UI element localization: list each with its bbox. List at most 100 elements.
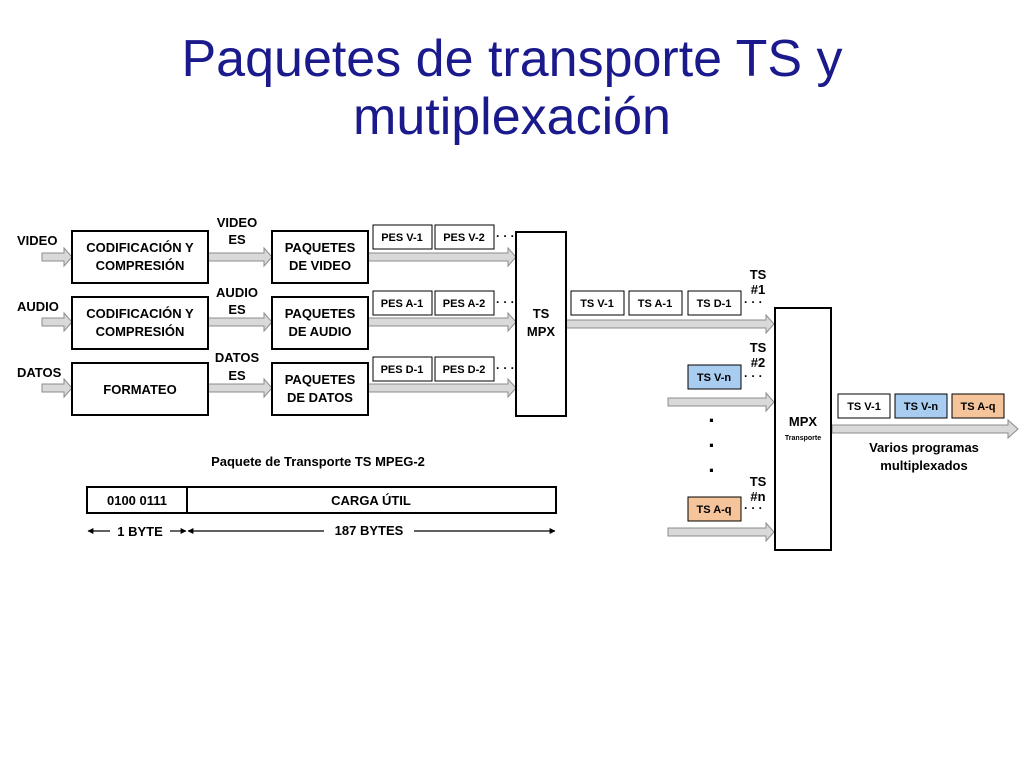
- pes-v2: PES V-2: [443, 232, 485, 244]
- page-title: Paquetes de transporte TS y mutiplexació…: [0, 30, 1024, 146]
- ts-vn-input: TS V-n: [697, 372, 732, 384]
- box-audio-packetizer: [271, 296, 369, 350]
- audio-encoder-line2: COMPRESIÓN: [96, 324, 185, 339]
- video-es-line1: VIDEO: [217, 215, 257, 230]
- pes-video-ellipsis: · · ·: [496, 229, 515, 243]
- pes-v1-box: [372, 224, 433, 250]
- ts-vn-input-box: [687, 364, 742, 390]
- packet-payload-box: [186, 486, 557, 514]
- audio-es-line2: ES: [228, 302, 246, 317]
- audio-packetizer-line1: PAQUETES: [285, 306, 356, 321]
- video-es-line2: ES: [228, 232, 246, 247]
- pes-d2: PES D-2: [443, 364, 486, 376]
- ts-v1: TS V-1: [580, 298, 614, 310]
- box-ts-mpx: [515, 231, 567, 417]
- arrow-output: [831, 418, 1019, 440]
- data-es-line1: DATOS: [215, 350, 260, 365]
- arrow-audio-es: [207, 311, 273, 333]
- packet-header: 0100 0111: [107, 493, 167, 508]
- ts-d1: TS D-1: [697, 298, 732, 310]
- label-video: VIDEO: [17, 233, 57, 248]
- packet-structure-title: Paquete de Transporte TS MPEG-2: [211, 454, 425, 469]
- pes-a1-box: [372, 290, 433, 316]
- data-packetizer-line1: PAQUETES: [285, 372, 356, 387]
- ts-aq-ellipsis: · · ·: [744, 501, 763, 515]
- arrow-video-in: [41, 246, 73, 268]
- ts-vn-ellipsis: · · ·: [744, 369, 763, 383]
- box-video-encoder: [71, 230, 209, 284]
- vertical-dot-1: ·: [708, 408, 715, 433]
- arrow-data-es: [207, 377, 273, 399]
- pes-d2-box: [434, 356, 495, 382]
- tsn-line2: #n: [750, 489, 765, 504]
- ts-v1-box: [570, 290, 625, 316]
- ts1-line1: TS: [750, 267, 767, 282]
- ts-mpx-line1: TS: [533, 306, 550, 321]
- audio-es-line1: AUDIO: [216, 285, 258, 300]
- arrow-video-es: [207, 246, 273, 268]
- arrow-ts2: [667, 391, 775, 413]
- mpx-transport-line1: MPX: [789, 414, 818, 429]
- pes-a2: PES A-2: [443, 298, 485, 310]
- arrow-data-in: [41, 377, 73, 399]
- packet-payload: CARGA ÚTIL: [331, 493, 411, 508]
- pes-a1: PES A-1: [381, 298, 423, 310]
- ts-aq-input-box: [687, 496, 742, 522]
- packet-header-box: [86, 486, 188, 514]
- data-es-line2: ES: [228, 368, 246, 383]
- label-audio: AUDIO: [17, 299, 59, 314]
- vertical-dot-2: ·: [708, 433, 715, 458]
- ts1-line2: #1: [751, 282, 765, 297]
- pes-audio-ellipsis: · · ·: [496, 295, 515, 309]
- ts-a1: TS A-1: [638, 298, 672, 310]
- pes-v2-box: [434, 224, 495, 250]
- ts-a1-box: [628, 290, 683, 316]
- box-audio-encoder: [71, 296, 209, 350]
- arrow-tsn: [667, 521, 775, 543]
- audio-packetizer-line2: DE AUDIO: [288, 324, 351, 339]
- arrow-video-pes: [367, 246, 517, 268]
- packet-payload-size: 187 BYTES: [335, 523, 404, 538]
- data-formatter-label: FORMATEO: [103, 382, 176, 397]
- out-ts-aq-box: [951, 393, 1005, 419]
- box-video-packetizer: [271, 230, 369, 284]
- packet-header-size: 1 BYTE: [117, 524, 163, 539]
- video-packetizer-line2: DE VIDEO: [289, 258, 351, 273]
- box-data-formatter: [71, 362, 209, 416]
- vertical-dot-3: ·: [708, 458, 715, 483]
- out-ts-v1-box: [837, 393, 891, 419]
- video-encoder-line1: CODIFICACIÓN Y: [86, 240, 194, 255]
- arrow-ts1: [565, 313, 775, 335]
- page-title-line2: mutiplexación: [353, 88, 671, 146]
- pes-d1-box: [372, 356, 433, 382]
- arrow-audio-pes: [367, 311, 517, 333]
- out-ts-vn-box: [894, 393, 948, 419]
- pes-v1: PES V-1: [381, 232, 423, 244]
- pes-a2-box: [434, 290, 495, 316]
- label-data: DATOS: [17, 365, 62, 380]
- video-encoder-line2: COMPRESIÓN: [96, 258, 185, 273]
- box-data-packetizer: [271, 362, 369, 416]
- pes-d1: PES D-1: [381, 364, 424, 376]
- mpx-transport-line2: Transporte: [785, 435, 821, 442]
- out-ts-vn: TS V-n: [904, 401, 939, 413]
- out-ts-v1: TS V-1: [847, 401, 881, 413]
- video-packetizer-line1: PAQUETES: [285, 240, 356, 255]
- pes-data-ellipsis: · · ·: [496, 361, 515, 375]
- data-packetizer-line2: DE DATOS: [287, 390, 353, 405]
- audio-encoder-line1: CODIFICACIÓN Y: [86, 306, 194, 321]
- output-caption-line1: Varios programas: [869, 440, 979, 455]
- arrow-data-pes: [367, 377, 517, 399]
- ts2-line2: #2: [751, 355, 765, 370]
- tsn-line1: TS: [750, 474, 767, 489]
- arrow-audio-in: [41, 311, 73, 333]
- ts-mpx-line2: MPX: [527, 324, 556, 339]
- out-ts-aq: TS A-q: [960, 401, 995, 413]
- box-mpx-transport: [774, 307, 832, 551]
- ts-stream-ellipsis: · · ·: [744, 295, 763, 309]
- ts2-line1: TS: [750, 340, 767, 355]
- output-caption-line2: multiplexados: [880, 458, 967, 473]
- ts-d1-box: [687, 290, 742, 316]
- page-title-line1: Paquetes de transporte TS y: [181, 30, 843, 88]
